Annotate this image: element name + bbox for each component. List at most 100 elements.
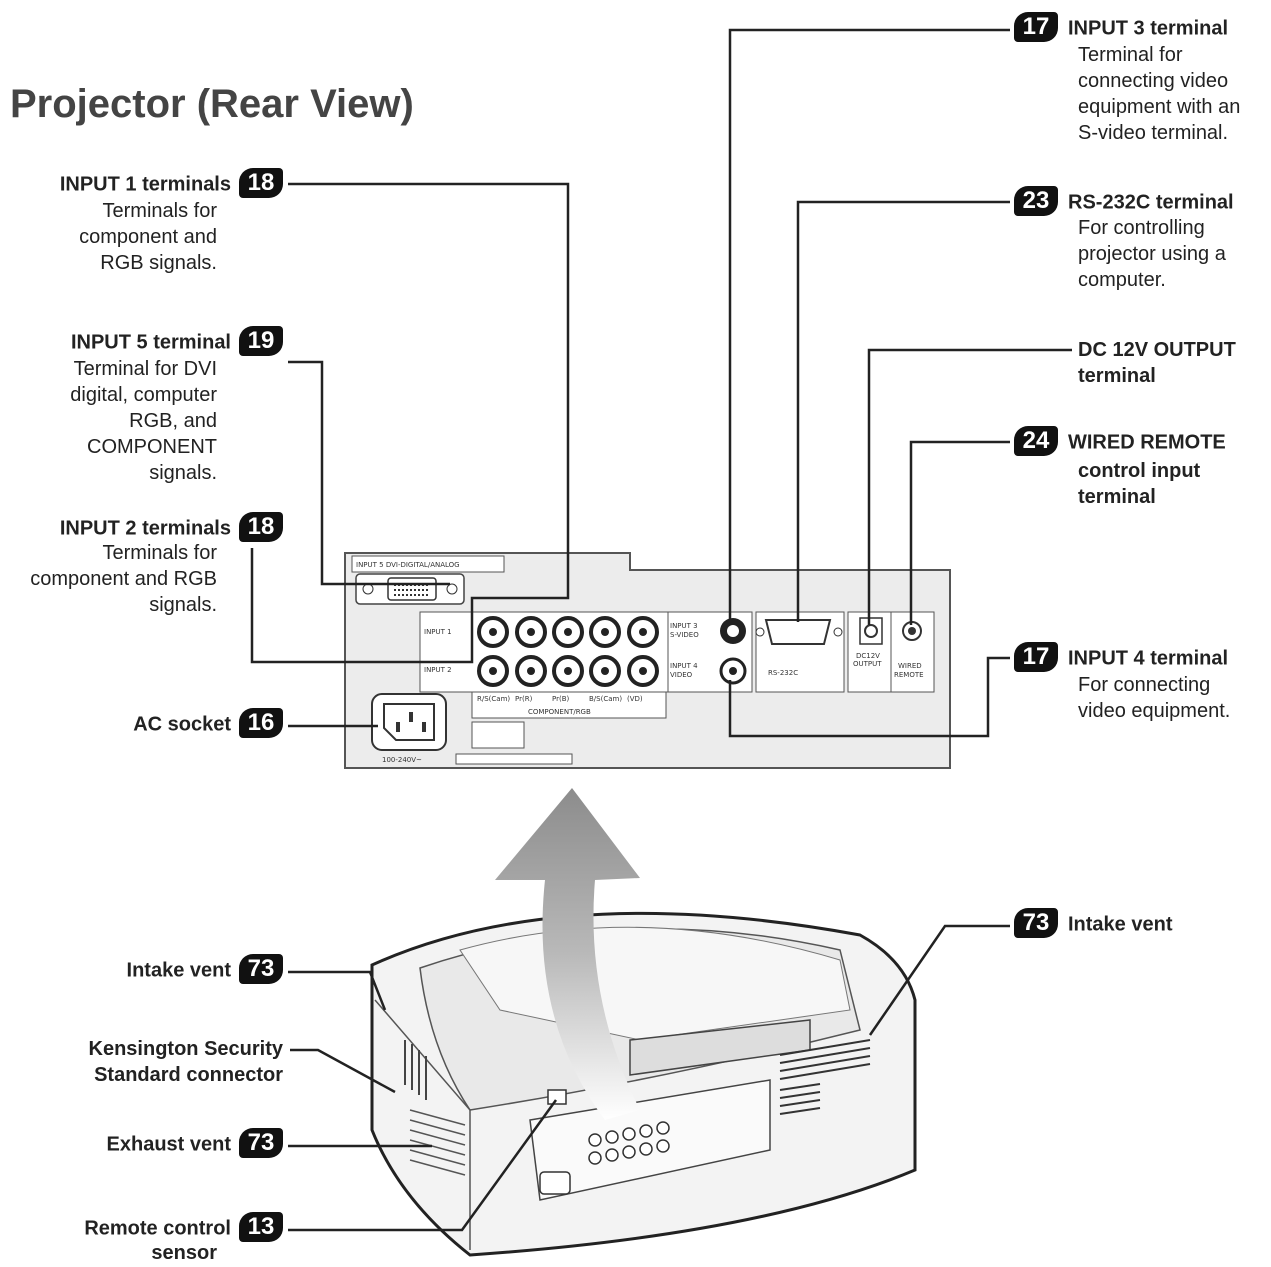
panel-rs232-label: RS-232C (768, 669, 798, 677)
desc-line: For controlling (1078, 217, 1205, 239)
panel-dvi-label: INPUT 5 DVI-DIGITAL/ANALOG (356, 561, 460, 569)
column-label: Pr(B) (552, 695, 570, 703)
rca-jack-pin (639, 667, 647, 675)
callout-remote-title-2: sensor (151, 1242, 217, 1264)
callout-input2-title: INPUT 2 terminals (59, 517, 231, 540)
callout-intake-left: Intake vent 73 (126, 954, 283, 986)
callout-wired-title-2: control input (1078, 460, 1201, 482)
desc-line: Terminals for (102, 542, 217, 564)
desc-line: Terminals for (102, 200, 217, 222)
desc-line: connecting video (1078, 70, 1229, 92)
callout-input3-title: INPUT 3 terminal (1068, 17, 1229, 40)
callout-wired-badge: 24 (1014, 426, 1058, 456)
column-label: R/S(Cam) (477, 695, 510, 703)
desc-line: equipment with an (1078, 96, 1241, 118)
callout-dc12v: DC 12V OUTPUT terminal (1078, 337, 1236, 389)
column-label: B/S(Cam) (589, 695, 622, 703)
callout-kensington-title-2: Standard connector (94, 1064, 283, 1086)
direction-arrow (495, 788, 640, 1120)
rca-jack-pin (527, 628, 535, 636)
callout-ac-badge: 16 (239, 708, 283, 738)
panel-input2-label: INPUT 2 (424, 666, 452, 674)
desc-line: Terminal for DVI (73, 358, 217, 380)
desc-line: For connecting (1078, 674, 1211, 696)
callout-rs232: 23 RS-232C terminal (1014, 186, 1234, 218)
callout-input5-desc: Terminal for DVI digital, computer RGB, … (70, 356, 217, 486)
callout-wired: 24 WIRED REMOTE (1014, 426, 1226, 458)
desc-line: S-video terminal. (1078, 122, 1229, 144)
desc-line: RGB signals. (100, 252, 217, 274)
callout-ac-title: AC socket (133, 713, 231, 736)
desc-line: RGB, and (129, 410, 217, 432)
rca-jack-pin (489, 667, 497, 675)
callout-ac: AC socket 16 (133, 708, 283, 740)
dvi-connector (355, 573, 465, 605)
callout-rs232-badge: 23 (1014, 186, 1058, 216)
rca-jack-pin (639, 628, 647, 636)
panel-input4-label-2: VIDEO (670, 671, 693, 679)
callout-intake-right: 73 Intake vent (1014, 908, 1173, 940)
callout-input4-desc: For connecting video equipment. (1078, 672, 1230, 724)
column-label: Pr(R) (515, 695, 533, 703)
panel-wired-label-1: WIRED (898, 662, 922, 670)
callout-input5-badge: 19 (239, 326, 283, 356)
panel-input4-label-1: INPUT 4 (670, 662, 698, 670)
callout-input2: INPUT 2 terminals 18 (59, 512, 283, 544)
callout-intake-left-badge: 73 (239, 954, 283, 984)
desc-line: video equipment. (1078, 700, 1231, 722)
panel-voltage-label: 100-240V~ (382, 756, 422, 764)
panel-component-label: COMPONENT/RGB (528, 708, 591, 716)
callout-input4-badge: 17 (1014, 642, 1058, 672)
desc-line: projector using a (1078, 243, 1226, 265)
callout-exhaust: Exhaust vent 73 (106, 1128, 283, 1160)
callout-remote-badge: 13 (239, 1212, 283, 1242)
page-title: Projector (Rear View) (10, 82, 414, 126)
callout-input5: INPUT 5 terminal 19 (70, 326, 283, 358)
panel-input1-label: INPUT 1 (424, 628, 452, 636)
panel-wired-label-2: REMOTE (894, 671, 924, 679)
callout-input3-desc: Terminal for connecting video equipment … (1078, 42, 1240, 146)
callout-rs232-desc: For controlling projector using a comput… (1078, 215, 1226, 293)
callout-remote-title-1: Remote control (84, 1217, 231, 1240)
callout-input2-desc: Terminals for component and RGB signals. (30, 540, 217, 618)
callout-kensington: Kensington Security Standard connector (89, 1036, 283, 1088)
callout-exhaust-badge: 73 (239, 1128, 283, 1158)
desc-line: component and (79, 226, 217, 248)
desc-line: digital, computer (70, 384, 217, 406)
callout-kensington-title-1: Kensington Security (88, 1038, 283, 1060)
rca-jack-pin (601, 667, 609, 675)
panel-dc-label-2: OUTPUT (853, 660, 882, 668)
projector-body (370, 911, 917, 1257)
rca-jacks (477, 616, 659, 687)
panel-input3-label-1: INPUT 3 (670, 622, 698, 630)
callout-input1-badge: 18 (239, 168, 283, 198)
callout-wired-title-3: terminal (1078, 486, 1156, 508)
rca-jack-pin (527, 667, 535, 675)
callout-exhaust-title: Exhaust vent (106, 1133, 231, 1156)
rs232-connector (764, 619, 832, 645)
desc-line: component and RGB (30, 568, 217, 590)
panel-dc-label-1: DC12V (856, 652, 880, 660)
callout-intake-right-title: Intake vent (1068, 913, 1173, 936)
column-labels: R/S(Cam) Pr(R) Pr(B) B/S(Cam) (VD) (477, 695, 643, 703)
callout-dc12v-title-1: DC 12V OUTPUT (1078, 339, 1236, 361)
leader-lines (250, 28, 1072, 1232)
callout-input1-desc: Terminals for component and RGB signals. (79, 198, 217, 276)
callout-wired-title-1: WIRED REMOTE (1068, 431, 1226, 454)
callout-dc12v-title-2: terminal (1078, 365, 1156, 387)
callout-intake-left-title: Intake vent (126, 959, 231, 982)
callout-input5-title: INPUT 5 terminal (70, 331, 231, 354)
panel-input3-label-2: S-VIDEO (670, 631, 699, 639)
rca-jack-pin (489, 628, 497, 636)
rca-jack-pin (564, 628, 572, 636)
callout-rs232-title: RS-232C terminal (1068, 191, 1234, 214)
callout-wired-rest: control input terminal (1078, 458, 1200, 510)
column-label: (VD) (627, 695, 643, 703)
callout-input2-badge: 18 (239, 512, 283, 542)
callout-intake-right-badge: 73 (1014, 908, 1058, 938)
